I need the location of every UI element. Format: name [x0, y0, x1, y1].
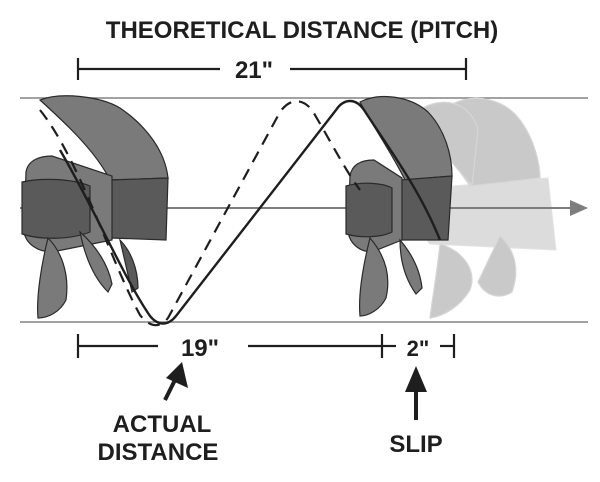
actual-path-line: [58, 99, 442, 325]
actual-label-line2: DISTANCE: [98, 439, 219, 466]
arrow-up-icon: [163, 362, 188, 401]
actual-value: 19": [181, 335, 219, 362]
slip-label: SLIP: [389, 431, 442, 458]
actual-label-line1: ACTUAL: [113, 411, 212, 438]
pitch-value: 21": [235, 57, 273, 84]
axis-arrow-head-icon: [570, 200, 588, 216]
propeller-icon: [345, 95, 453, 317]
arrow-up-icon: [405, 366, 427, 420]
pitch-title: THEORETICAL DISTANCE (PITCH): [106, 17, 498, 44]
propeller-ghost-icon: [419, 97, 557, 319]
theoretical-path-line: [39, 100, 361, 327]
slip-value: 2": [407, 336, 430, 361]
propeller-icon: [21, 95, 169, 319]
